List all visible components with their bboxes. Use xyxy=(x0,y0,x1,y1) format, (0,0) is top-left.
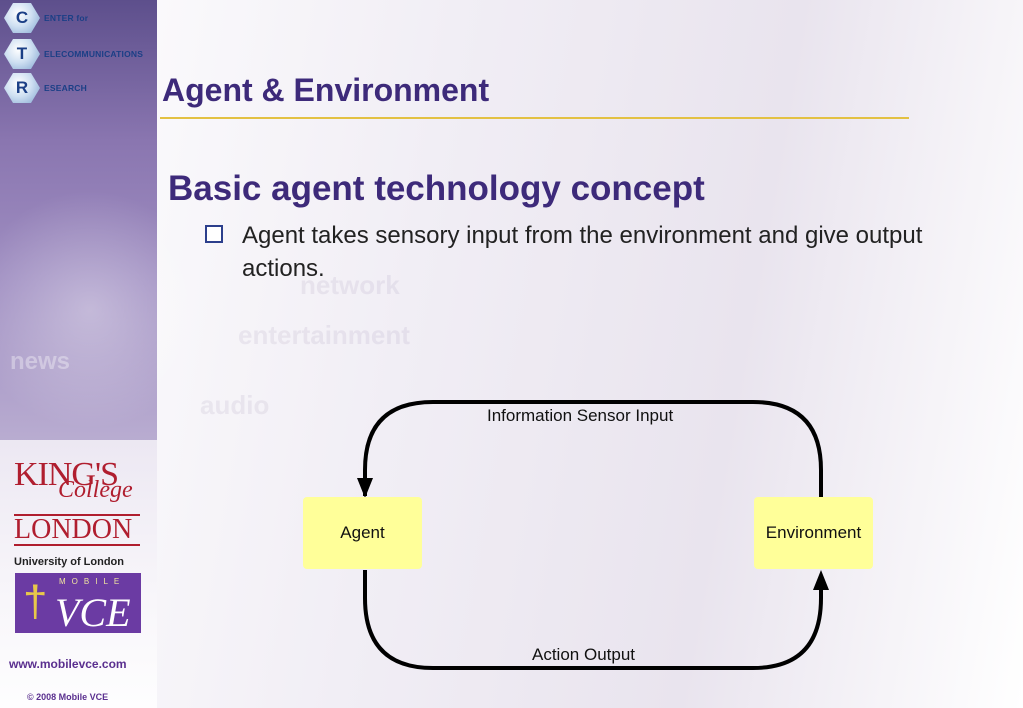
university-label: University of London xyxy=(14,556,124,568)
ctr-logo-row-c: C ENTER for xyxy=(4,3,89,33)
kings-line2: College xyxy=(58,477,133,503)
mobile-vce-logo: † MOBILE VCE xyxy=(15,573,141,635)
environment-node: Environment xyxy=(754,497,873,569)
checkbox-bullet-icon xyxy=(205,225,223,243)
bullet-text: Agent takes sensory input from the envir… xyxy=(242,222,923,282)
kings-college-logo: KING'S College LONDON xyxy=(14,456,142,546)
title-underline xyxy=(160,117,909,119)
edge-label-bottom: Action Output xyxy=(532,645,636,664)
watermark-audio: audio xyxy=(200,390,270,420)
agent-node: Agent xyxy=(303,497,422,569)
hexagon-logo-icon: R xyxy=(4,73,40,103)
ctr-word-research: ESEARCH xyxy=(44,83,87,93)
kings-line1: KING'S xyxy=(14,456,119,493)
ctr-logo-row-t: T ELECOMMUNICATIONS xyxy=(4,39,144,69)
arrow-down-icon xyxy=(357,478,373,498)
bottom-edge xyxy=(363,570,823,670)
kings-line3: LONDON xyxy=(14,514,140,546)
hexagon-logo-icon: T xyxy=(4,39,40,69)
slide-heading: Basic agent technology concept xyxy=(168,169,705,208)
figure-icon: † xyxy=(23,577,48,626)
bullet-item: Agent takes sensory input from the envir… xyxy=(205,219,1005,285)
vce-mobile-text: MOBILE xyxy=(59,577,126,586)
side-glow xyxy=(0,180,220,440)
copyright: © 2008 Mobile VCE xyxy=(27,692,109,702)
ctr-logo-row-r: R ESEARCH xyxy=(4,73,87,103)
ctr-word-center: ENTER for xyxy=(44,13,89,23)
watermark-news: news xyxy=(10,348,71,375)
ctr-word-telecom: ELECOMMUNICATIONS xyxy=(44,49,144,59)
watermark-network: network xyxy=(300,270,400,300)
website-link[interactable]: www.mobilevce.com xyxy=(9,657,127,671)
arrow-up-icon xyxy=(813,570,829,590)
watermark-entertainment: entertainment xyxy=(238,320,410,350)
edge-label-top: Information Sensor Input xyxy=(487,406,674,425)
vce-text: VCE xyxy=(55,590,131,635)
hexagon-logo-icon: C xyxy=(4,3,40,33)
top-edge xyxy=(363,400,823,498)
slide-title: Agent & Environment xyxy=(162,72,490,108)
